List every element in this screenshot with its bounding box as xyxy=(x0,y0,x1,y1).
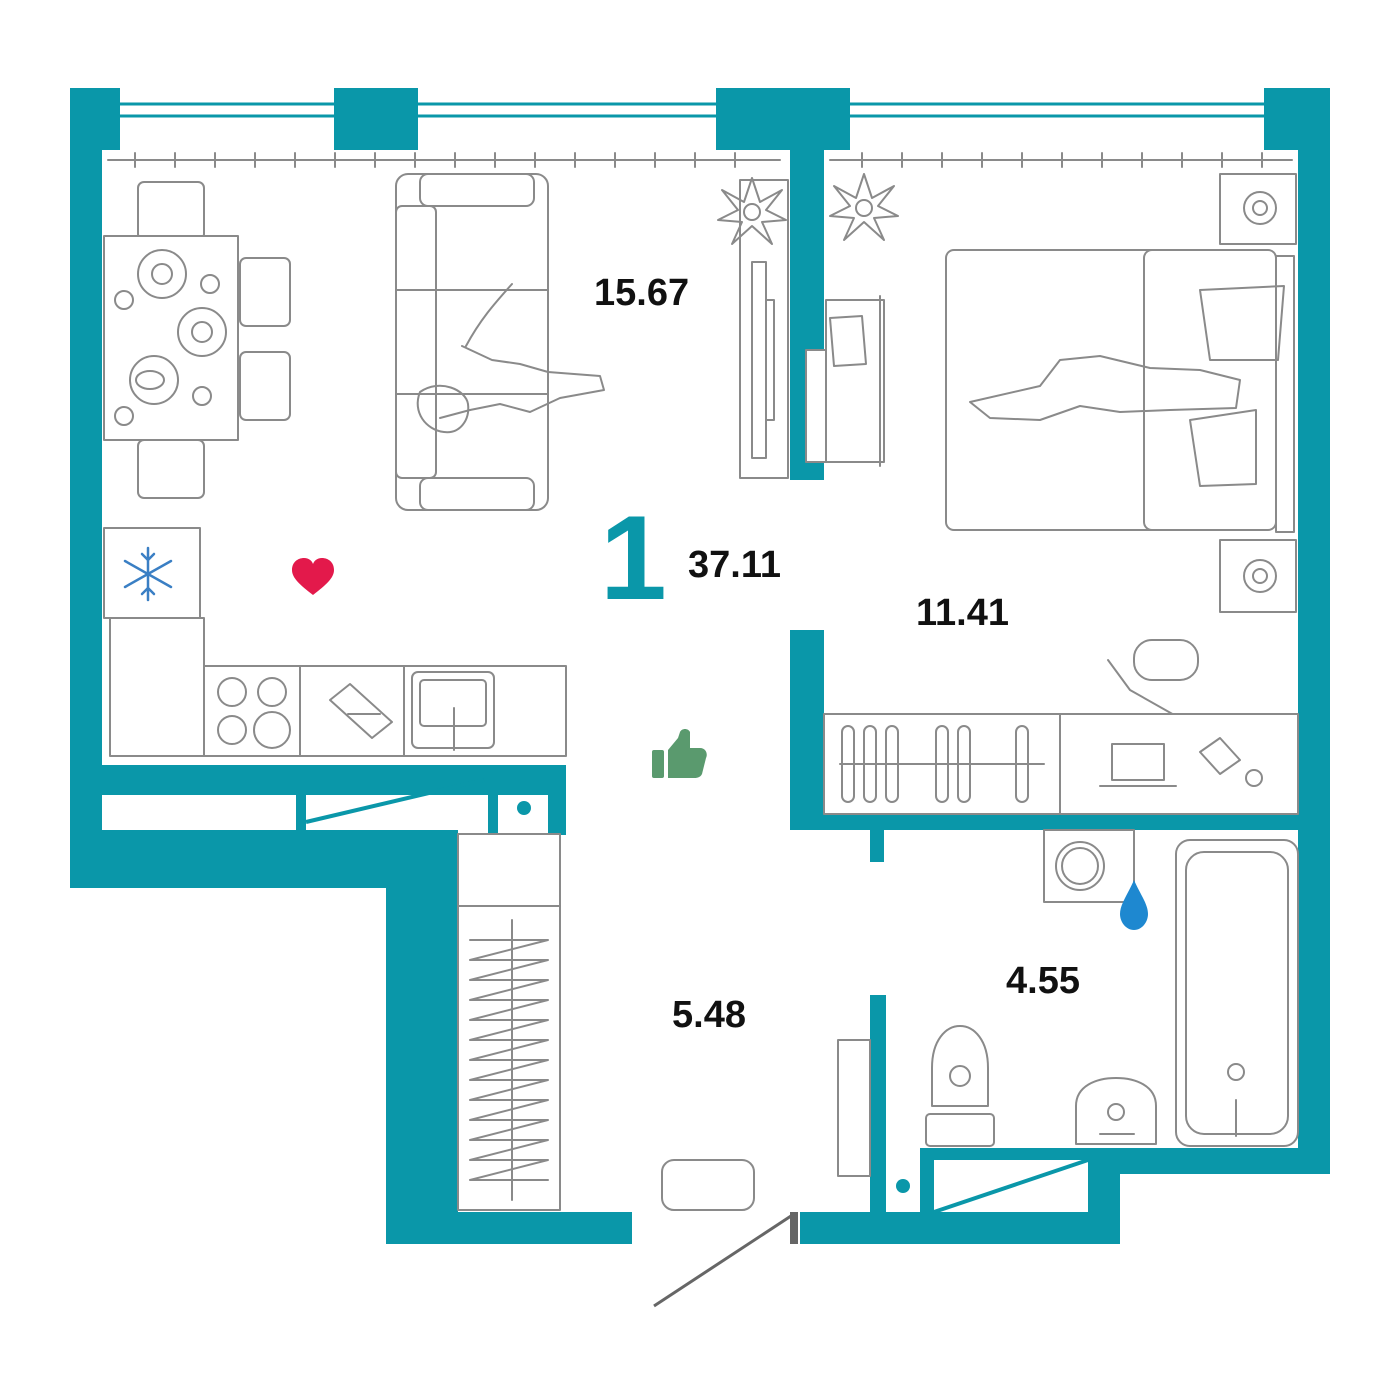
sofa xyxy=(395,173,605,511)
dining-table xyxy=(103,181,291,499)
room-area-bedroom: 11.41 xyxy=(916,592,1009,634)
water-drop-icon xyxy=(1120,880,1148,930)
bathroom-furniture xyxy=(925,829,1299,1147)
total-area: 37.11 xyxy=(688,544,781,586)
room-area-bathroom: 4.55 xyxy=(1006,960,1080,1002)
kitchen-counter xyxy=(103,527,567,757)
walls xyxy=(70,88,1330,1244)
vent-shafts xyxy=(305,778,1089,1214)
plant-icon xyxy=(717,173,899,245)
fridge xyxy=(123,546,173,602)
curtain-rails xyxy=(107,152,1293,168)
windows xyxy=(120,102,1264,118)
room-count: 1 xyxy=(600,491,667,625)
hallway-furniture xyxy=(457,833,871,1308)
room-area-living-kitchen: 15.67 xyxy=(594,272,690,314)
room-area-hallway: 5.48 xyxy=(672,994,746,1036)
heart-icon xyxy=(292,558,334,595)
bedroom-furniture xyxy=(805,173,1299,815)
thumbs-up-icon xyxy=(652,729,707,778)
snowflake-icon xyxy=(123,546,173,602)
